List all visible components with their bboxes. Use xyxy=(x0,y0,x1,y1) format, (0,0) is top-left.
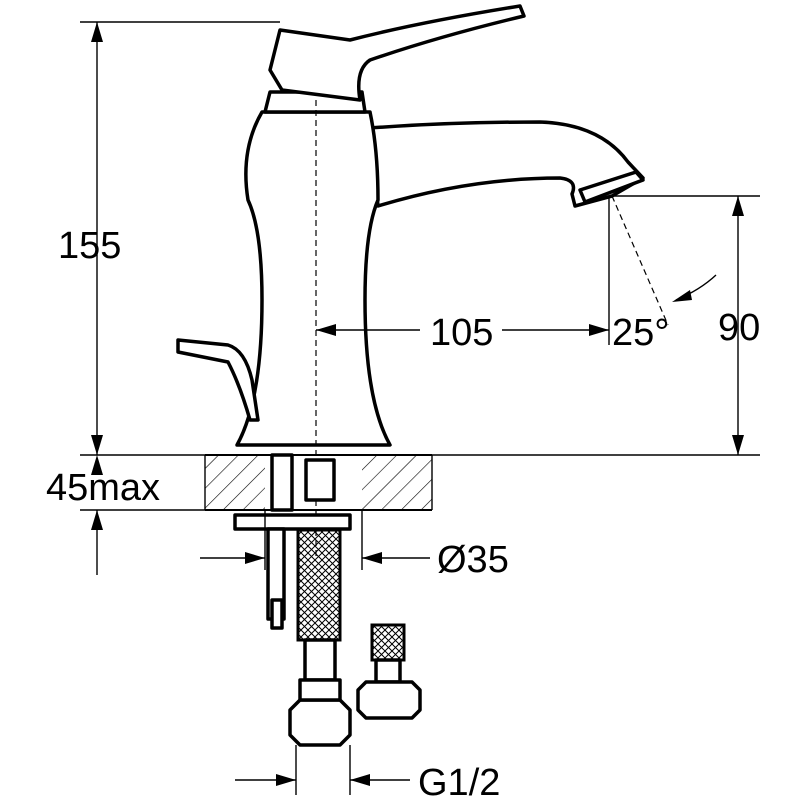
supply-hose-left xyxy=(288,528,352,747)
dim-connection-thread xyxy=(235,745,410,795)
mounting-hardware xyxy=(233,453,352,630)
dim-spout-angle xyxy=(672,274,717,302)
faucet-body xyxy=(176,4,669,560)
label-spout-height: 90 xyxy=(718,307,760,349)
dim-deck-thickness xyxy=(80,455,205,575)
dim-total-height xyxy=(80,21,280,456)
lever-handle xyxy=(268,4,526,102)
label-total-height: 155 xyxy=(58,225,121,267)
dim-hole-diameter xyxy=(200,510,430,570)
drain-pull-rod xyxy=(176,338,260,422)
label-connection-thread: G1/2 xyxy=(418,762,500,800)
dim-spout-height xyxy=(432,195,760,456)
label-spout-reach: 105 xyxy=(430,312,493,354)
aerator xyxy=(578,170,645,204)
countertop-section xyxy=(204,454,433,511)
dim-spout-reach xyxy=(316,196,610,345)
faucet-column xyxy=(235,110,392,447)
label-hole-diameter: Ø35 xyxy=(437,539,509,581)
label-spout-angle: 25° xyxy=(612,312,669,354)
supply-hose-right xyxy=(356,623,422,720)
label-deck-thickness: 45max xyxy=(46,467,160,509)
